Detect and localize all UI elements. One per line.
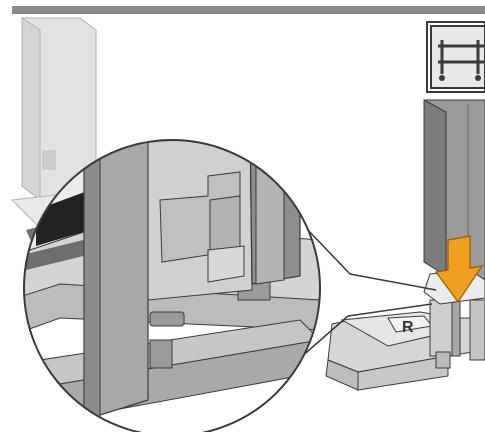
down-arrow-icon	[434, 235, 484, 304]
zoom-callout-lines	[299, 227, 437, 359]
side-marker-label: R	[402, 319, 414, 336]
printer-stand-icon	[426, 21, 485, 93]
top-bar	[12, 6, 485, 14]
detail-zoom-circle	[23, 139, 321, 432]
